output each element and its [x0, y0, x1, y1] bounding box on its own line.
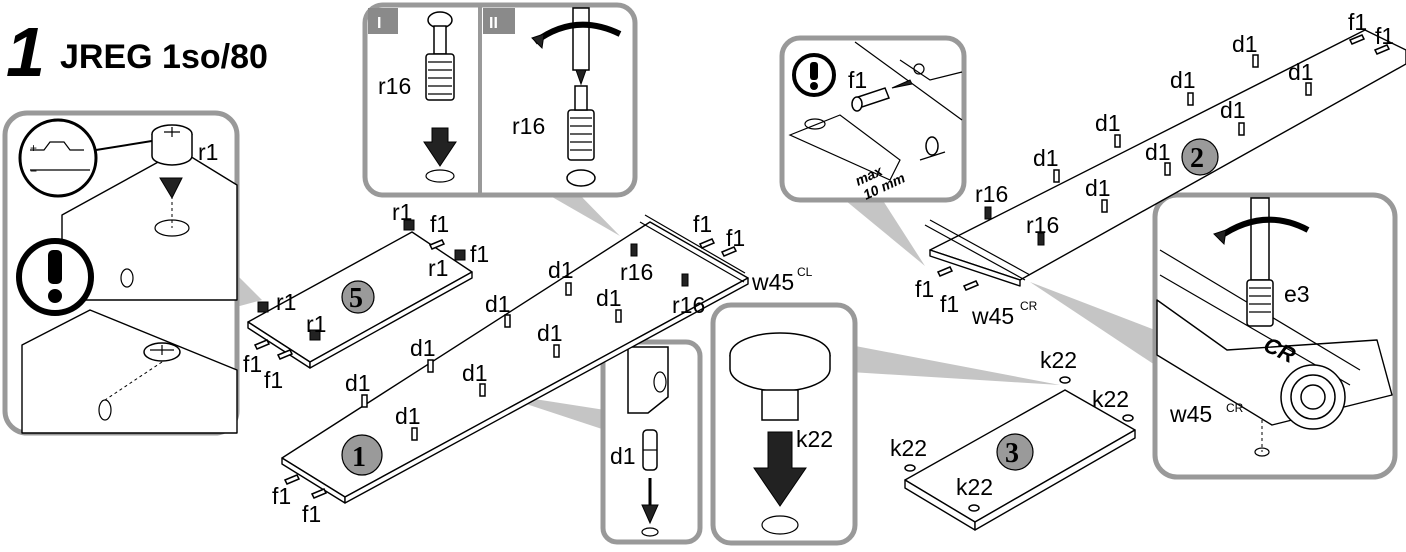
- b1-f1-d: f1: [302, 501, 321, 527]
- badge-two-number: 2: [1190, 143, 1204, 174]
- tool-label: e3: [1284, 281, 1310, 307]
- glides-board-three: [904, 376, 1134, 512]
- glide-detail-panel: k22: [710, 302, 858, 546]
- board-five: 5 r1 f1 r1 f1 r1 r1 f1 f1: [243, 199, 489, 393]
- b1-f1-a: f1: [693, 211, 712, 237]
- step-header: 1 JREG 1so/80: [6, 13, 268, 91]
- b2-d1-f: d1: [1033, 145, 1059, 171]
- b1-f1-c: f1: [272, 483, 291, 509]
- screwdriver-icon: [531, 7, 622, 187]
- b1-r16-b: r16: [672, 292, 705, 318]
- b2-d1-a: d1: [1232, 31, 1258, 57]
- b3-k22-d: k22: [956, 474, 993, 500]
- screwdriver-e3-icon: [1213, 197, 1310, 327]
- badge-one-number: 1: [352, 442, 366, 473]
- board-one: 1 d1 d1 d1 d1 d1 d1 d1 d1 f1 f1 f1 f1 r1…: [272, 211, 813, 527]
- b2-f1-b: f1: [1375, 23, 1394, 49]
- step-one-label: I: [377, 15, 381, 32]
- b1-w45: w45: [751, 269, 794, 295]
- b3-k22-c: k22: [890, 435, 927, 461]
- b5-r1-top: r1: [392, 199, 412, 225]
- glide-label: k22: [796, 426, 833, 452]
- b2-r16-a: r16: [975, 181, 1008, 207]
- b2-w45-suffix: CR: [1020, 299, 1038, 313]
- leader-glide-panel: [850, 345, 1060, 385]
- b1-d1-e: d1: [537, 320, 563, 346]
- svg-text:+: +: [30, 141, 37, 155]
- b2-d1-g: d1: [1145, 139, 1171, 165]
- b1-d1-d: d1: [410, 335, 436, 361]
- glide-k22-icon: [729, 332, 831, 507]
- pin-label: f1: [848, 67, 867, 93]
- board-two: 2 f1 f1 d1 d1 d1 d1 d1 d1 d1 d1 r16 r16 …: [915, 9, 1406, 329]
- b2-w45: w45: [971, 303, 1014, 329]
- b3-k22-b: k22: [1092, 386, 1129, 412]
- b5-r1-left: r1: [276, 289, 296, 315]
- b1-d1-c: d1: [596, 285, 622, 311]
- dowel-pin-f1-icon: [851, 79, 913, 112]
- model-name: JREG 1so/80: [60, 38, 268, 76]
- cam-lock-label: r1: [198, 139, 218, 165]
- badge-three-number: 3: [1005, 438, 1019, 469]
- b5-r1-right: r1: [428, 255, 448, 281]
- leader-screw-panel: [540, 190, 620, 236]
- b5-f1-right: f1: [470, 241, 489, 267]
- badge-two: [1181, 138, 1219, 176]
- b1-d1-h: d1: [395, 403, 421, 429]
- b2-d1-c: d1: [1288, 59, 1314, 85]
- screw-one-label: r16: [378, 73, 411, 99]
- b2-d1-h: d1: [1085, 175, 1111, 201]
- b1-w45-suffix: CL: [797, 265, 813, 279]
- b2-f1-c: f1: [915, 276, 934, 302]
- badge-one: [341, 434, 383, 476]
- screw-two-label: r16: [512, 113, 545, 139]
- badge-three: [996, 433, 1034, 471]
- rail-roller-icon: [1280, 364, 1346, 430]
- b2-f1-a: f1: [1348, 9, 1367, 35]
- b1-d1-b: d1: [485, 291, 511, 317]
- b1-d1-g: d1: [462, 360, 488, 386]
- b2-r16-b: r16: [1026, 212, 1059, 238]
- badge-five: [341, 280, 375, 314]
- dowels-board-two: [984, 54, 1312, 246]
- step-two-label: II: [489, 15, 498, 32]
- screw-insert-panel: I II r16 r16: [362, 2, 638, 198]
- dowels-board-one: [361, 243, 689, 441]
- rail-detail-panel: e3 CR w45 CR: [1152, 192, 1398, 480]
- cam-lock-icon: [151, 124, 193, 200]
- b5-f1-bl1: f1: [243, 351, 262, 377]
- pin-detail-panel: f1 max 10 mm: [779, 35, 967, 203]
- b2-f1-d: f1: [940, 291, 959, 317]
- step-number: 1: [6, 13, 45, 91]
- badge-five-number: 5: [349, 283, 363, 314]
- dowel-d1-icon: [641, 429, 659, 525]
- b5-f1-top: f1: [430, 211, 449, 237]
- dowel-detail-panel: d1: [600, 339, 703, 545]
- b1-r16-a: r16: [620, 259, 653, 285]
- rail-label: w45: [1169, 401, 1212, 427]
- svg-text:−: −: [30, 164, 37, 178]
- screw-r16-icon: [423, 11, 457, 167]
- b1-d1-a: d1: [548, 257, 574, 283]
- b2-d1-e: d1: [1220, 97, 1246, 123]
- b5-r1-bottom: r1: [306, 311, 326, 337]
- b2-d1-d: d1: [1095, 110, 1121, 136]
- leader-rail-panel: [1030, 282, 1155, 365]
- b5-f1-bl2: f1: [264, 367, 283, 393]
- warning-exclamation-icon: [16, 238, 94, 316]
- cam-lock-panel: + − r1: [2, 110, 240, 436]
- board-three: 3 k22 k22 k22 k22: [890, 347, 1136, 531]
- b1-f1-b: f1: [726, 225, 745, 251]
- b3-k22-a: k22: [1040, 347, 1077, 373]
- rail-suffix: CR: [1226, 401, 1244, 415]
- b1-d1-f: d1: [345, 370, 371, 396]
- dowel-label: d1: [610, 443, 636, 469]
- leader-pin-panel: [840, 196, 925, 266]
- magnifier-circle: [18, 118, 98, 198]
- pin-warning-icon: [792, 53, 836, 97]
- b2-d1-b: d1: [1170, 67, 1196, 93]
